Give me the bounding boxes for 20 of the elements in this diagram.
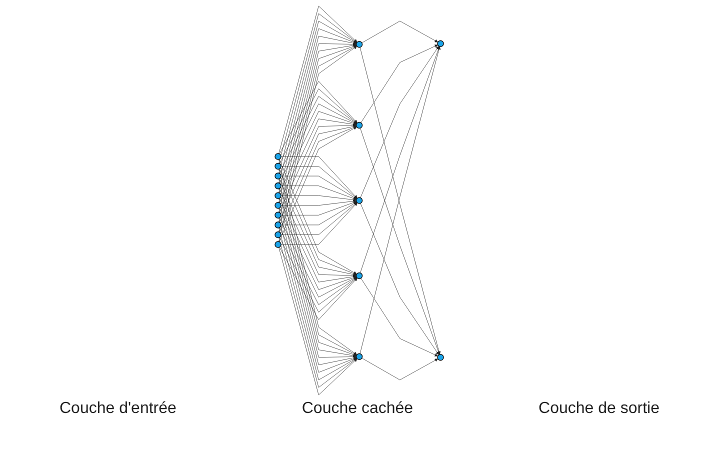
node-circle bbox=[274, 152, 282, 160]
node-circle bbox=[274, 240, 282, 248]
node-circle bbox=[274, 172, 282, 179]
node-circle bbox=[437, 353, 444, 360]
layer-label: Couche de sortie bbox=[538, 400, 660, 418]
node-circle bbox=[356, 121, 363, 128]
node-circle bbox=[437, 40, 444, 46]
node-circle bbox=[274, 221, 282, 228]
layer-label: Couche d'entrée bbox=[60, 400, 176, 418]
node-circle bbox=[274, 211, 282, 218]
node-circle bbox=[356, 352, 363, 360]
node-circle bbox=[274, 202, 282, 208]
node-circle bbox=[274, 192, 282, 198]
node-circle bbox=[274, 230, 282, 238]
node-circle bbox=[274, 162, 282, 170]
node-circle bbox=[356, 40, 363, 48]
node-circle bbox=[356, 196, 363, 204]
layer-label: Couche cachée bbox=[302, 400, 414, 418]
node-circle bbox=[356, 272, 363, 279]
node-circle bbox=[274, 182, 282, 189]
